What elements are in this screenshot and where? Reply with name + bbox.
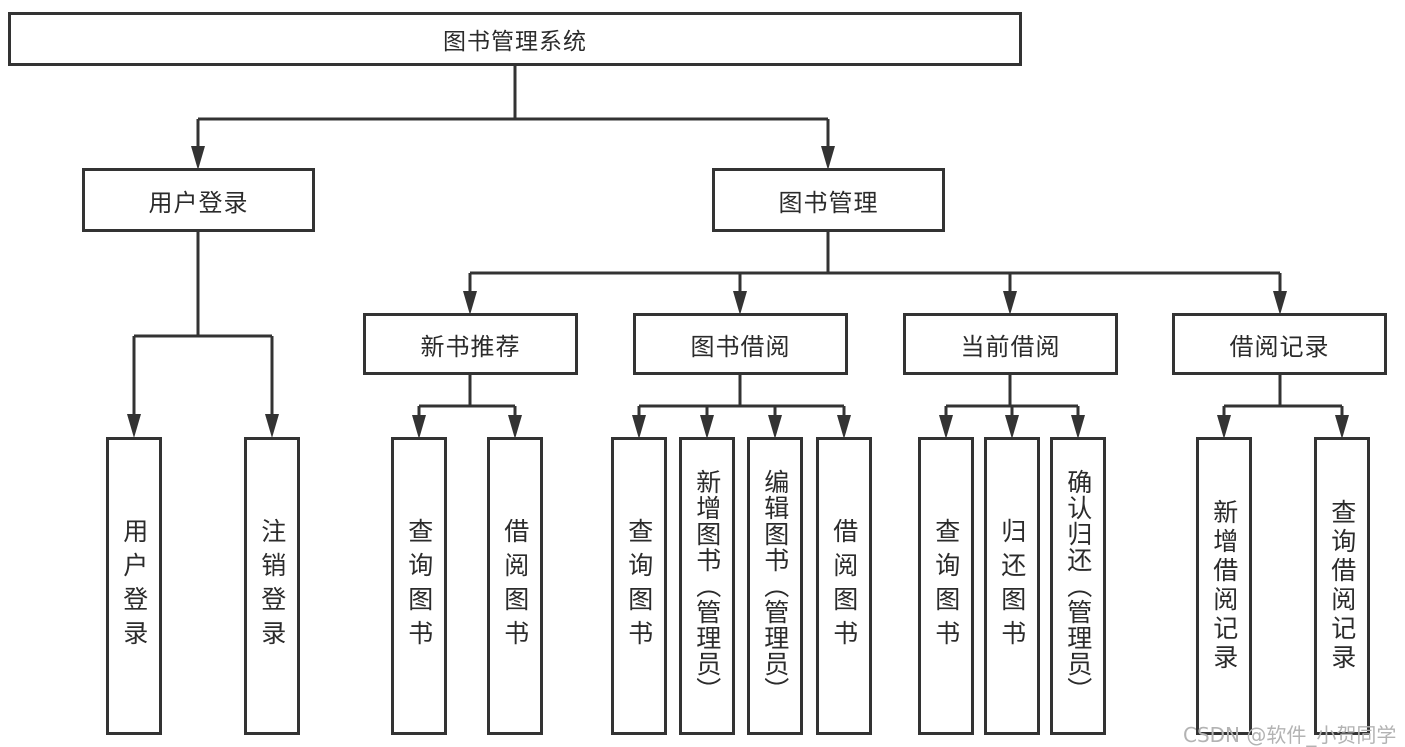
leaf-query-books-borrow-label: 查询图书: [624, 518, 654, 654]
node-book-borrow-label: 图书借阅: [690, 332, 791, 361]
leaf-confirm-return-admin-label: 确认归还（管理员）: [1063, 469, 1093, 703]
leaf-query-books-borrow: 查询图书: [611, 437, 667, 735]
node-library-system-label: 图书管理系统: [443, 29, 587, 55]
node-book-borrow: 图书借阅: [633, 313, 848, 375]
leaf-confirm-return-admin: 确认归还（管理员）: [1050, 437, 1106, 735]
leaf-return-books-label: 归还图书: [997, 518, 1027, 654]
node-new-book-recommend-label: 新书推荐: [420, 332, 521, 361]
node-library-system: 图书管理系统: [8, 12, 1022, 66]
leaf-borrow-books-borrow: 借阅图书: [816, 437, 872, 735]
leaf-borrow-books-recommend: 借阅图书: [487, 437, 543, 735]
leaf-query-borrow-record: 查询借阅记录: [1314, 437, 1370, 735]
leaf-add-book-admin-label: 新增图书（管理员）: [692, 469, 722, 703]
node-new-book-recommend: 新书推荐: [363, 313, 578, 375]
leaf-user-login: 用户登录: [106, 437, 162, 735]
node-borrow-records-label: 借阅记录: [1229, 332, 1330, 361]
node-user-login-label: 用户登录: [148, 188, 249, 217]
node-book-management: 图书管理: [712, 168, 945, 232]
leaf-user-login-label: 用户登录: [119, 518, 149, 654]
leaf-query-borrow-record-label: 查询借阅记录: [1327, 499, 1357, 673]
leaf-borrow-books-borrow-label: 借阅图书: [829, 518, 859, 654]
leaf-edit-book-admin: 编辑图书（管理员）: [747, 437, 803, 735]
leaf-query-books-recommend-label: 查询图书: [404, 518, 434, 654]
leaf-query-books-current: 查询图书: [918, 437, 974, 735]
watermark: CSDN @软件_小贺同学: [1183, 723, 1397, 747]
leaf-add-borrow-record: 新增借阅记录: [1196, 437, 1252, 735]
leaf-borrow-books-recommend-label: 借阅图书: [500, 518, 530, 654]
node-borrow-records: 借阅记录: [1172, 313, 1387, 375]
leaf-add-borrow-record-label: 新增借阅记录: [1209, 499, 1239, 673]
leaf-logout-login: 注销登录: [244, 437, 300, 735]
leaf-edit-book-admin-label: 编辑图书（管理员）: [760, 469, 790, 703]
node-current-borrow: 当前借阅: [903, 313, 1118, 375]
leaf-add-book-admin: 新增图书（管理员）: [679, 437, 735, 735]
node-user-login: 用户登录: [82, 168, 315, 232]
node-current-borrow-label: 当前借阅: [960, 332, 1061, 361]
leaf-query-books-current-label: 查询图书: [931, 518, 961, 654]
leaf-query-books-recommend: 查询图书: [391, 437, 447, 735]
node-book-management-label: 图书管理: [778, 188, 879, 217]
leaf-logout-login-label: 注销登录: [257, 518, 287, 654]
leaf-return-books: 归还图书: [984, 437, 1040, 735]
